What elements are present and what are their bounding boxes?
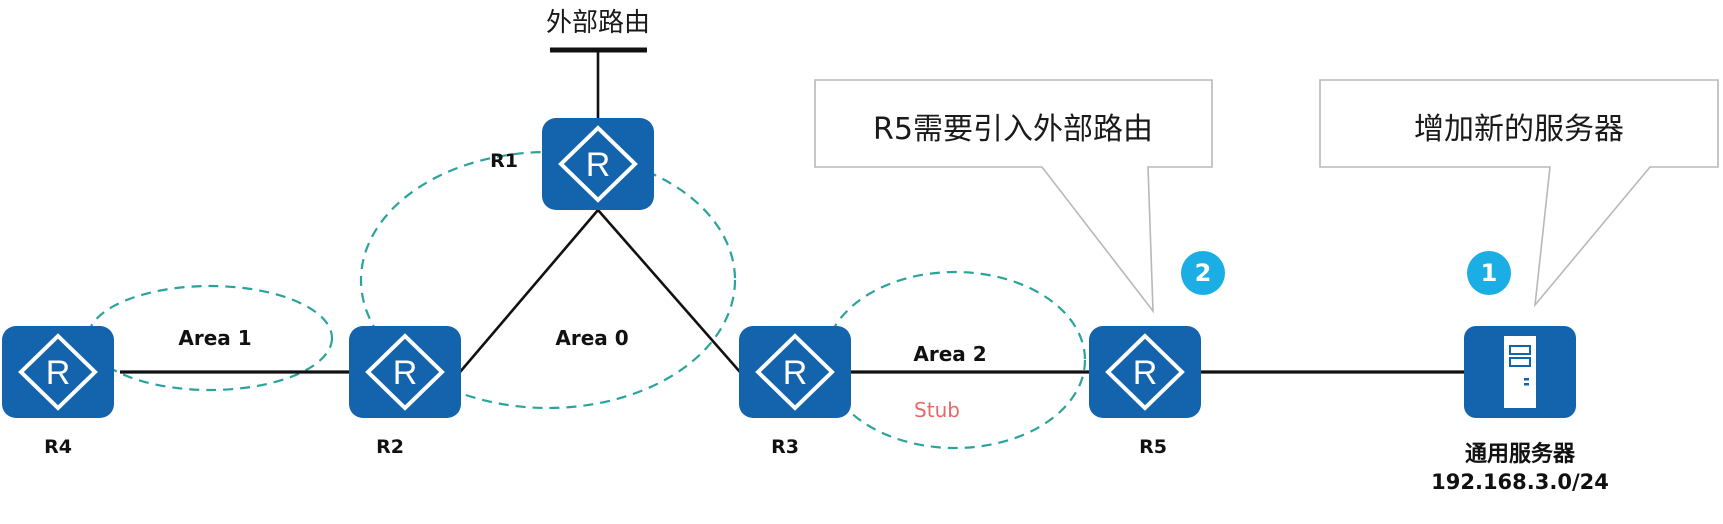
step-badge-2: 2 xyxy=(1181,251,1225,295)
router-icon: R xyxy=(365,333,445,411)
area-1-label: Area 1 xyxy=(178,326,252,350)
server-icon xyxy=(1504,336,1536,408)
router-label-r5: R5 xyxy=(1139,436,1167,458)
router-body xyxy=(349,326,461,418)
external-route-label: 外部路由 xyxy=(545,8,651,38)
server-network-label: 192.168.3.0/24 xyxy=(1431,470,1609,494)
callout-server-box xyxy=(1319,79,1719,308)
router-body xyxy=(1089,326,1201,418)
router-icon: R xyxy=(558,125,638,203)
router-icon: R xyxy=(1105,333,1185,411)
router-body xyxy=(542,118,654,210)
router-r2[interactable]: R xyxy=(349,326,461,418)
router-body xyxy=(2,326,114,418)
server-name-label: 通用服务器 xyxy=(1464,442,1576,467)
area-2-label: Area 2 xyxy=(913,342,987,366)
callout-server-text: 增加新的服务器 xyxy=(1414,112,1624,147)
svg-text:R: R xyxy=(46,354,71,392)
router-r4[interactable]: R xyxy=(2,326,114,418)
callout-r5-text: R5需要引入外部路由 xyxy=(873,112,1153,147)
link-r1-r3 xyxy=(597,209,741,373)
svg-text:R: R xyxy=(783,354,808,392)
svg-text:R: R xyxy=(586,146,611,184)
router-label-r2: R2 xyxy=(376,436,404,458)
svg-text:R: R xyxy=(1133,354,1158,392)
router-r5[interactable]: R xyxy=(1089,326,1201,418)
router-r3[interactable]: R xyxy=(739,326,851,418)
router-icon: R xyxy=(18,333,98,411)
router-body xyxy=(739,326,851,418)
router-r1[interactable]: R xyxy=(542,118,654,210)
area-2-stub-label: Stub xyxy=(914,398,960,422)
router-icon: R xyxy=(755,333,835,411)
router-label-r1: R1 xyxy=(490,150,518,172)
step-badge-1: 1 xyxy=(1467,251,1511,295)
link-r2-r1 xyxy=(459,209,599,373)
svg-text:R: R xyxy=(393,354,418,392)
area-0-label: Area 0 xyxy=(555,326,629,350)
general-server[interactable] xyxy=(1464,326,1576,418)
router-label-r4: R4 xyxy=(44,436,72,458)
callout-r5-box xyxy=(814,79,1213,314)
router-label-r3: R3 xyxy=(771,436,799,458)
area-1-boundary xyxy=(86,284,334,392)
